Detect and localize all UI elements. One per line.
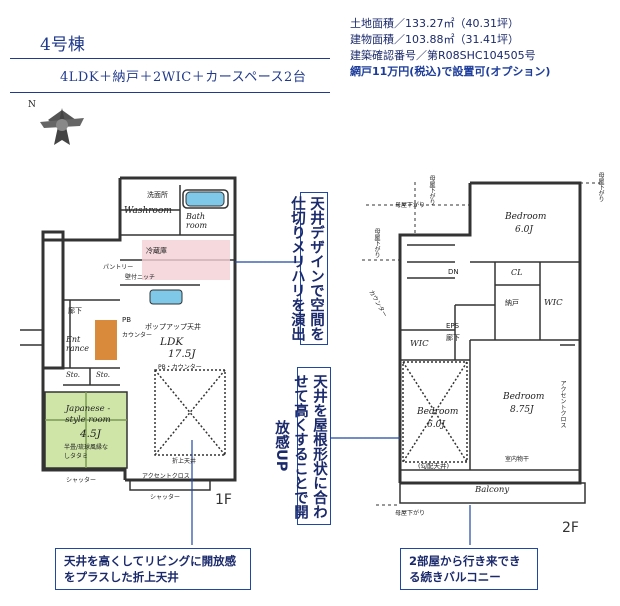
- note-shutter-2: シャッター: [150, 494, 181, 501]
- room-storage-2: Sto.: [96, 371, 110, 379]
- layout-summary: 4LDK＋納戸＋2WIC＋カースペース2台: [60, 70, 307, 85]
- note-accent-cross-2f: アクセントクロス: [559, 380, 566, 428]
- note-tatami: 半畳/琉球風縁なしタタミ: [64, 444, 109, 460]
- room-bedroom-3: Bedroom: [503, 392, 545, 402]
- room-bath: Bath room: [186, 212, 208, 230]
- note-niche: 壁付ニッチ: [125, 274, 156, 281]
- note-eaves-3: 母屋下がり: [373, 228, 380, 258]
- note-eaves-1: 母屋下がり: [395, 202, 426, 209]
- note-popup-ceiling: ポップアップ天井: [145, 323, 201, 331]
- note-shutter-1: シャッター: [66, 477, 97, 484]
- callout-balcony: 2部屋から行き来できる続きバルコニー: [400, 548, 538, 590]
- land-area: 土地面積／133.27㎡（40.31坪）: [350, 17, 519, 30]
- room-closet: CL: [511, 268, 523, 277]
- room-wic-1: WIC: [544, 298, 563, 308]
- room-bedroom-1: Bedroom: [505, 212, 547, 222]
- room-wic-2: WIC: [410, 339, 429, 349]
- note-folded-ceiling: 折上天井: [172, 458, 197, 465]
- building-area: 建物面積／103.88㎡（31.41坪）: [350, 33, 519, 46]
- note-laundry: 洗面所: [147, 191, 168, 199]
- floor-2f-label: 2F: [562, 520, 579, 536]
- callout-roof-ceiling: 天井を屋根形状に合わせて高くすることで開放感UP: [273, 367, 331, 525]
- compass-icon: [40, 108, 84, 145]
- callout-living-ceiling: 天井を高くしてリビングに開放感をプラスした折上天井: [55, 548, 251, 590]
- note-eaves-5: 母屋下がり: [395, 510, 426, 517]
- room-ldk: LDK: [160, 336, 184, 348]
- room-washroom: Washroom: [124, 206, 172, 216]
- title-rule-bottom: [10, 92, 330, 93]
- room-storage-1: Sto.: [66, 371, 80, 379]
- note-eps: EPS: [446, 322, 460, 330]
- note-indoor-dry: 室内物干: [505, 456, 530, 463]
- permit-number: 建築確認番号／第R08SHC104505号: [350, 49, 536, 62]
- note-dn: DN: [448, 268, 459, 276]
- note-eaves-2: 母屋下がり: [428, 175, 435, 205]
- note-pb-counter: PB・カウンター: [158, 364, 202, 371]
- note-hallway: 廊下: [68, 307, 82, 315]
- room-bedroom-2: Bedroom: [417, 407, 459, 417]
- room-entrance: Ent rance: [66, 335, 89, 353]
- note-sloped-ceiling: (勾配天井): [418, 462, 450, 470]
- screen-option-note: 網戸11万円(税込)で設置可(オプション): [350, 65, 551, 78]
- callout-ceiling-design: 天井デザインで空間を仕切りメリハリを演出: [289, 192, 328, 345]
- note-hall: 廊下: [446, 334, 460, 342]
- room-bedroom-3-size: 8.75J: [510, 405, 534, 415]
- room-japanese-size: 4.5J: [80, 428, 101, 440]
- room-japanese: Japanese -style room: [65, 404, 111, 425]
- building-title: 4号棟: [40, 35, 85, 55]
- room-storage: 納戸: [505, 299, 519, 307]
- title-rule-top: [10, 58, 330, 59]
- floor-1f-label: 1F: [215, 492, 232, 508]
- note-eaves-4: 母屋下がり: [597, 172, 604, 202]
- room-bedroom-2-size: 6.0J: [427, 420, 445, 430]
- room-ldk-size: 17.5J: [168, 348, 196, 360]
- note-fridge: 冷蔵庫: [146, 247, 167, 255]
- compass-north-label: N: [28, 100, 36, 110]
- room-bedroom-1-size: 6.0J: [515, 225, 533, 235]
- note-pb: PB: [122, 316, 132, 324]
- note-pantry: パントリー: [103, 264, 134, 271]
- note-accent-cross: アクセントクロス: [142, 473, 190, 480]
- room-balcony: Balcony: [475, 485, 510, 495]
- note-counter: カウンター: [122, 332, 153, 339]
